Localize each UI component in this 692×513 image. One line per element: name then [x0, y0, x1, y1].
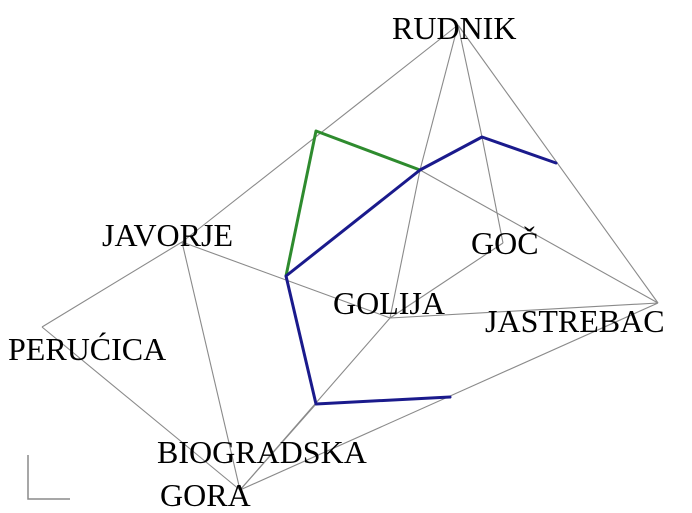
label-perucica: PERUĆICA [8, 331, 166, 367]
label-gora: GORA [160, 477, 251, 513]
label-golija: GOLIJA [333, 285, 445, 321]
label-rudnik: RUDNIK [392, 10, 516, 46]
node-labels: RUDNIK JAVORJE GOČ GOLIJA JASTREBAC PERU… [8, 10, 665, 513]
edge [419, 24, 459, 171]
label-goc: GOČ [471, 225, 539, 261]
edge [239, 403, 317, 491]
edge [389, 242, 504, 319]
edge [389, 169, 421, 319]
edge [41, 241, 183, 328]
edge [457, 24, 483, 138]
edge [389, 302, 659, 319]
edge [41, 326, 241, 491]
label-javorje: JAVORJE [102, 217, 233, 253]
blue-path [284, 135, 558, 406]
label-biogradska: BIOGRADSKA [157, 434, 367, 470]
green-path [284, 129, 422, 278]
label-jastrebac: JASTREBAC [485, 303, 665, 339]
edge [481, 136, 504, 244]
axis-corner-marker [27, 455, 70, 500]
edge [181, 241, 241, 491]
edge [457, 24, 659, 304]
edge [419, 169, 659, 304]
mesh-edges [41, 24, 659, 491]
